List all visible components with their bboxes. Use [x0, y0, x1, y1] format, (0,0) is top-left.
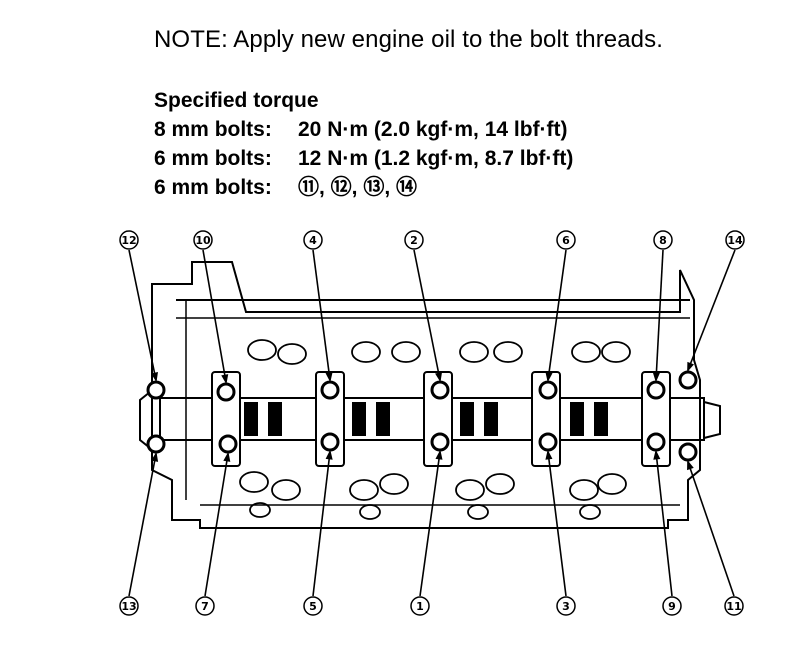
leader-arrow [223, 451, 231, 462]
bolt-hole [678, 370, 698, 390]
bolt-callout-1: 1 [410, 596, 430, 616]
camshaft-lobes [244, 402, 608, 436]
bolt-callout-4: 4 [303, 230, 323, 250]
torque-heading: Specified torque [154, 89, 319, 112]
bolt-hole [146, 380, 166, 400]
torque-row: 8 mm bolts: 20 N·m (2.0 kgf·m, 14 lbf·ft) [154, 115, 573, 144]
bolt-hole [538, 380, 558, 400]
torque-row-value: 12 N·m (1.2 kgf·m, 8.7 lbf·ft) [298, 147, 574, 170]
leader-line [687, 461, 735, 597]
bolt-number: 10 [195, 234, 211, 247]
leader-line [202, 249, 227, 383]
bolt-hole [678, 442, 698, 462]
bolt-callout-12: 12 [119, 230, 139, 250]
bolt-hole [538, 432, 558, 452]
torque-row-label: 6 mm bolts: [154, 147, 272, 170]
bolt-number: 7 [201, 600, 209, 613]
bolt-number: 12 [121, 234, 136, 247]
bolt-hole [216, 382, 236, 402]
leader-arrow [325, 372, 333, 383]
bolt-number: 4 [309, 234, 317, 247]
bolt-hole [646, 432, 666, 452]
bolt-number: 14 [727, 234, 743, 247]
callout-leaders [128, 249, 736, 597]
leader-line [547, 249, 567, 381]
torque-row-value: 20 N·m (2.0 kgf·m, 14 lbf·ft) [298, 118, 568, 141]
bolt-callout-2: 2 [404, 230, 424, 250]
leader-arrow [221, 374, 229, 385]
bolt-callout-7: 7 [195, 596, 215, 616]
leader-line [312, 249, 331, 381]
leader-arrow [652, 372, 660, 383]
bolt-hole [146, 434, 166, 454]
bolt-hole [430, 380, 450, 400]
bolt-hole [320, 380, 340, 400]
leader-line [687, 249, 736, 371]
bolt-number: 2 [410, 234, 418, 247]
leader-line [655, 249, 664, 381]
leader-line [128, 453, 157, 597]
bolt-number: 13 [121, 600, 136, 613]
bolt-number: 1 [416, 600, 424, 613]
leader-line [419, 451, 441, 597]
leader-arrow [435, 372, 443, 383]
bolt-callout-3: 3 [556, 596, 576, 616]
torque-row-label: 6 mm bolts: [154, 176, 272, 199]
bolt-number: 3 [562, 600, 570, 613]
leader-line [413, 249, 441, 381]
specified-torque-block: Specified torque 8 mm bolts: 20 N·m (2.0 … [154, 86, 573, 202]
bolt-number: 6 [562, 234, 570, 247]
leader-arrow [151, 372, 158, 383]
leader-line [204, 453, 229, 597]
bolt-hole [320, 432, 340, 452]
leader-arrow [545, 449, 553, 460]
note-text: NOTE: Apply new engine oil to the bolt t… [154, 26, 663, 53]
torque-row: 6 mm bolts: ⑪, ⑫, ⑬, ⑭ [154, 173, 573, 202]
bolt-holes [146, 370, 698, 462]
leader-arrow [687, 361, 694, 373]
bolt-number: 9 [668, 600, 676, 613]
bolt-callout-11: 11 [724, 596, 744, 616]
torque-row-value: ⑪, ⑫, ⑬, ⑭ [298, 176, 418, 199]
bolt-callout-8: 8 [653, 230, 673, 250]
bolt-callout-6: 6 [556, 230, 576, 250]
leader-arrow [653, 449, 661, 460]
bolt-callout-5: 5 [303, 596, 323, 616]
leader-arrow [545, 372, 553, 383]
bolt-callout-10: 10 [193, 230, 213, 250]
leader-line [655, 451, 673, 597]
leader-line [312, 451, 331, 597]
bolt-callout-14: 14 [725, 230, 745, 250]
torque-row: 6 mm bolts: 12 N·m (1.2 kgf·m, 8.7 lbf·ft… [154, 144, 573, 173]
leader-line [547, 451, 567, 597]
port-holes [239, 339, 631, 520]
bolt-hole [218, 434, 238, 454]
bolt-hole [430, 432, 450, 452]
torque-row-label: 8 mm bolts: [154, 118, 272, 141]
bolt-callout-9: 9 [662, 596, 682, 616]
bolt-number: 5 [309, 600, 317, 613]
leader-arrow [151, 451, 159, 462]
leader-arrow [325, 449, 333, 460]
bolt-number: 8 [659, 234, 667, 247]
bolt-hole [646, 380, 666, 400]
bolt-number: 11 [726, 600, 741, 613]
leader-line [128, 249, 157, 381]
bolt-callout-13: 13 [119, 596, 139, 616]
leader-arrow [435, 449, 443, 460]
leader-arrow [687, 459, 694, 471]
